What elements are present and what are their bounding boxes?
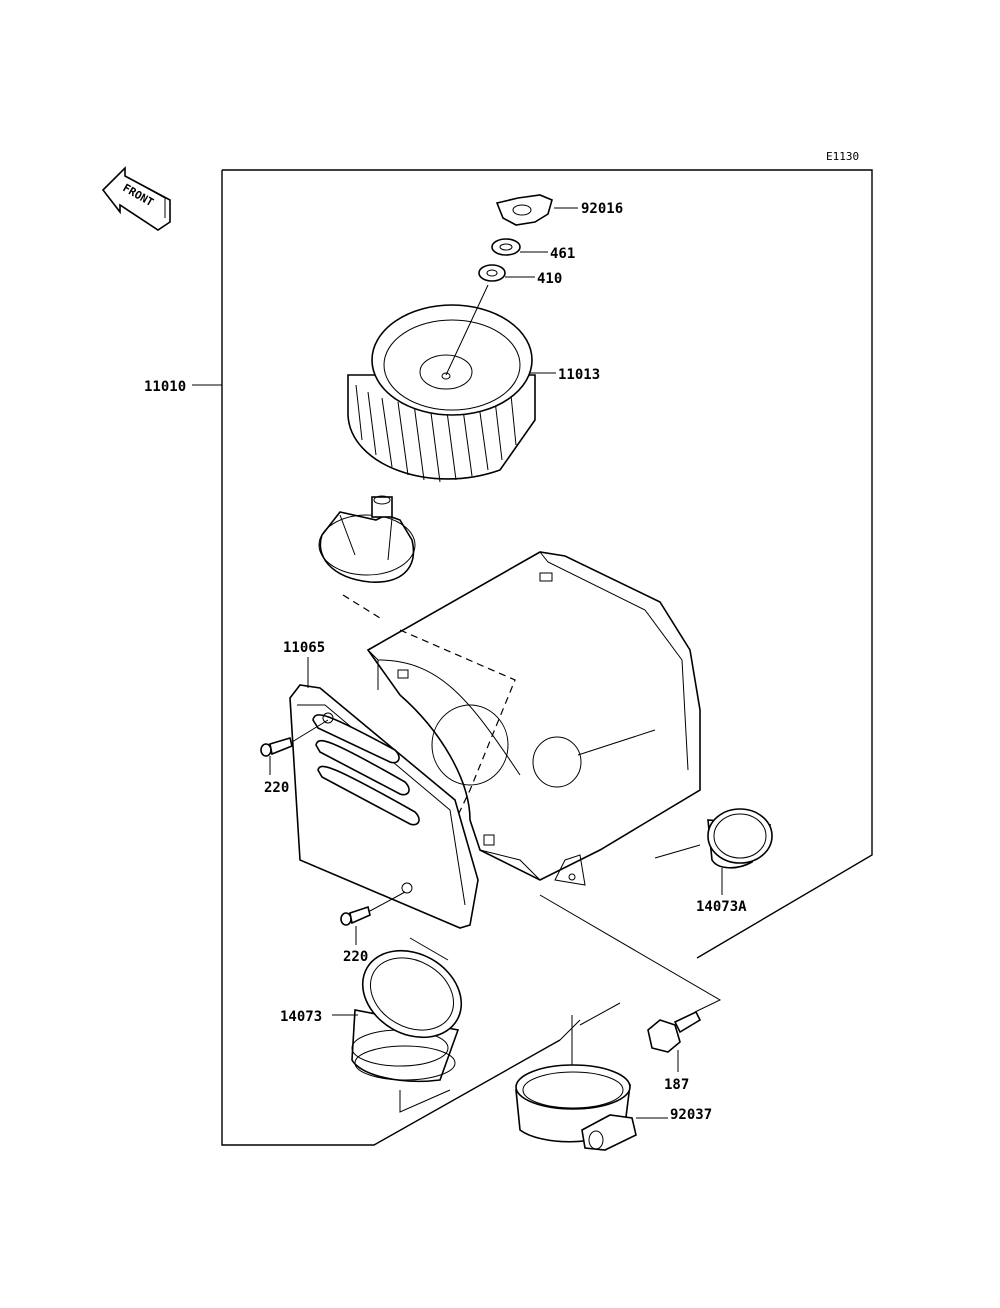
callout-220-lower: 220 <box>343 949 368 965</box>
bolt-part-187 <box>647 1010 702 1072</box>
screw-part-220-lower <box>340 891 406 945</box>
callout-14073A: 14073A <box>696 899 747 915</box>
wing-nut-part <box>495 194 578 226</box>
front-arrow-icon: FRONT <box>101 166 171 231</box>
assembly-lines-lower <box>399 894 722 1113</box>
assembly-line-short <box>579 1002 621 1026</box>
air-box-housing-part <box>366 551 701 886</box>
callout-11013: 11013 <box>558 367 600 383</box>
callout-14073: 14073 <box>280 1009 322 1025</box>
assembly-boundary <box>221 169 873 1146</box>
callout-11010: 11010 <box>144 379 186 395</box>
cap-part-14073A <box>654 808 773 895</box>
intake-duct-part <box>332 949 463 1083</box>
washer-part-461 <box>491 238 548 256</box>
filter-holder-part <box>318 495 416 583</box>
diagram-code: E1130 <box>826 150 859 163</box>
filter-element-part <box>347 284 556 483</box>
screw-part-220-upper <box>260 719 329 775</box>
assembly-dash-1 <box>342 594 381 619</box>
callout-92016: 92016 <box>581 201 623 217</box>
callout-187: 187 <box>664 1077 689 1093</box>
clamp-part-92037 <box>515 1064 668 1151</box>
callout-11065: 11065 <box>283 640 325 656</box>
callout-410: 410 <box>537 271 562 287</box>
callout-461: 461 <box>550 246 575 262</box>
seal-part-410 <box>478 264 535 282</box>
callout-92037: 92037 <box>670 1107 712 1123</box>
callout-220-upper: 220 <box>264 780 289 796</box>
air-box-cover-part <box>289 657 479 929</box>
